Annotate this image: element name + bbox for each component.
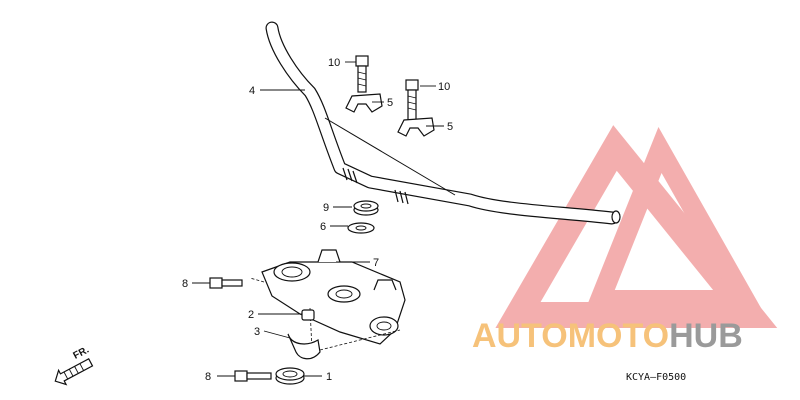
part-3-clamp xyxy=(287,333,321,360)
label-part-1: 1 xyxy=(326,371,332,383)
handlebar-knurl-right xyxy=(394,189,409,205)
handlebar xyxy=(265,21,621,225)
watermark-logo xyxy=(495,125,778,328)
bolt-8-upper xyxy=(209,277,243,289)
label-part-6: 6 xyxy=(320,221,326,233)
watermark-text-hub: HUB xyxy=(669,317,743,355)
label-part-9: 9 xyxy=(323,202,329,214)
label-part-3: 3 xyxy=(254,326,260,338)
watermark-text-auto: AUTO xyxy=(472,317,568,355)
washer-6 xyxy=(347,222,375,234)
part-2-nut xyxy=(301,309,315,321)
front-direction-indicator: FR. xyxy=(54,344,94,386)
handlebar-knurl-left xyxy=(342,167,358,184)
part-labels: 4 10 5 10 5 9 6 7 8 2 3 8 1 xyxy=(182,57,453,383)
label-part-2: 2 xyxy=(248,309,254,321)
label-part-8-lower: 8 xyxy=(205,371,211,383)
bolt-10-right xyxy=(405,79,419,121)
bolt-8-lower xyxy=(234,370,272,382)
upper-holder-5-left xyxy=(345,93,383,113)
label-part-10-left: 10 xyxy=(328,57,340,69)
part-1-ring xyxy=(275,367,305,385)
svg-text:AUTOMOTOHUB: AUTOMOTOHUB xyxy=(472,317,743,355)
diagram-code: KCYA—F0500 xyxy=(626,372,686,383)
watermark-text: AUTOMOTOHUB xyxy=(472,317,743,355)
damper-9 xyxy=(353,200,379,216)
label-part-4: 4 xyxy=(249,85,255,97)
label-part-7: 7 xyxy=(373,257,379,269)
label-part-8-upper: 8 xyxy=(182,278,188,290)
bolt-10-left xyxy=(355,55,369,93)
label-part-10-right: 10 xyxy=(438,81,450,93)
label-part-5-right: 5 xyxy=(447,121,453,133)
label-part-5-left: 5 xyxy=(387,97,393,109)
leader-lines xyxy=(192,61,444,377)
upper-holder-5-right xyxy=(397,117,435,137)
top-bridge xyxy=(249,249,406,351)
watermark-text-moto: MOTO xyxy=(568,317,669,355)
